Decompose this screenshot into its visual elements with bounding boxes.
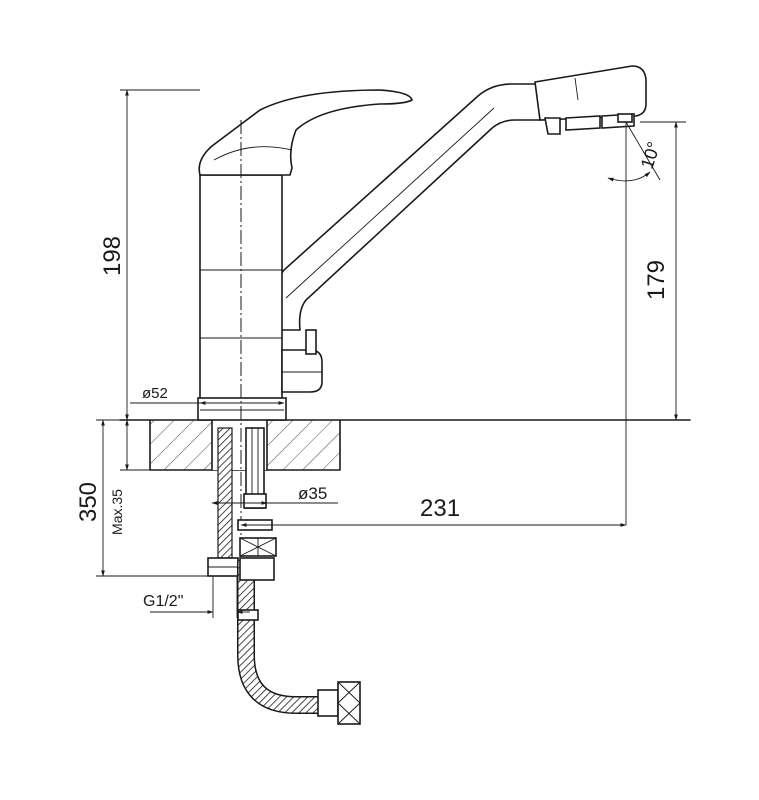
dim-hose-length: 350 xyxy=(75,419,208,577)
diverter-knob xyxy=(281,329,323,393)
hose-length-label: 350 xyxy=(75,482,102,522)
thread-size-label: G1/2" xyxy=(143,593,183,610)
mounting-hole-label: ø35 xyxy=(298,484,327,503)
dim-total-height: 198 xyxy=(99,89,200,421)
spout-angle-label: 10° xyxy=(637,139,664,171)
max-counter-label: Max.35 xyxy=(109,489,125,535)
faucet-body xyxy=(197,174,287,421)
spout-reach-label: 231 xyxy=(420,495,460,522)
dim-thread-size: G1/2" xyxy=(143,576,250,618)
under-counter-assembly xyxy=(207,427,361,725)
body-diameter-label: ø52 xyxy=(142,385,168,402)
dim-spout-angle: 10° xyxy=(607,121,664,525)
total-height-label: 198 xyxy=(99,236,126,276)
spout xyxy=(271,65,647,331)
lever-handle xyxy=(198,89,413,176)
dim-mounting-hole: ø35 xyxy=(211,484,338,505)
countertop xyxy=(119,419,691,471)
spout-height-label: 179 xyxy=(643,260,670,300)
dim-spout-height: 179 xyxy=(640,121,686,421)
dim-max-counter: Max.35 xyxy=(109,419,150,535)
dim-spout-reach: 231 xyxy=(240,495,627,527)
dim-body-diameter: ø52 xyxy=(130,385,285,405)
